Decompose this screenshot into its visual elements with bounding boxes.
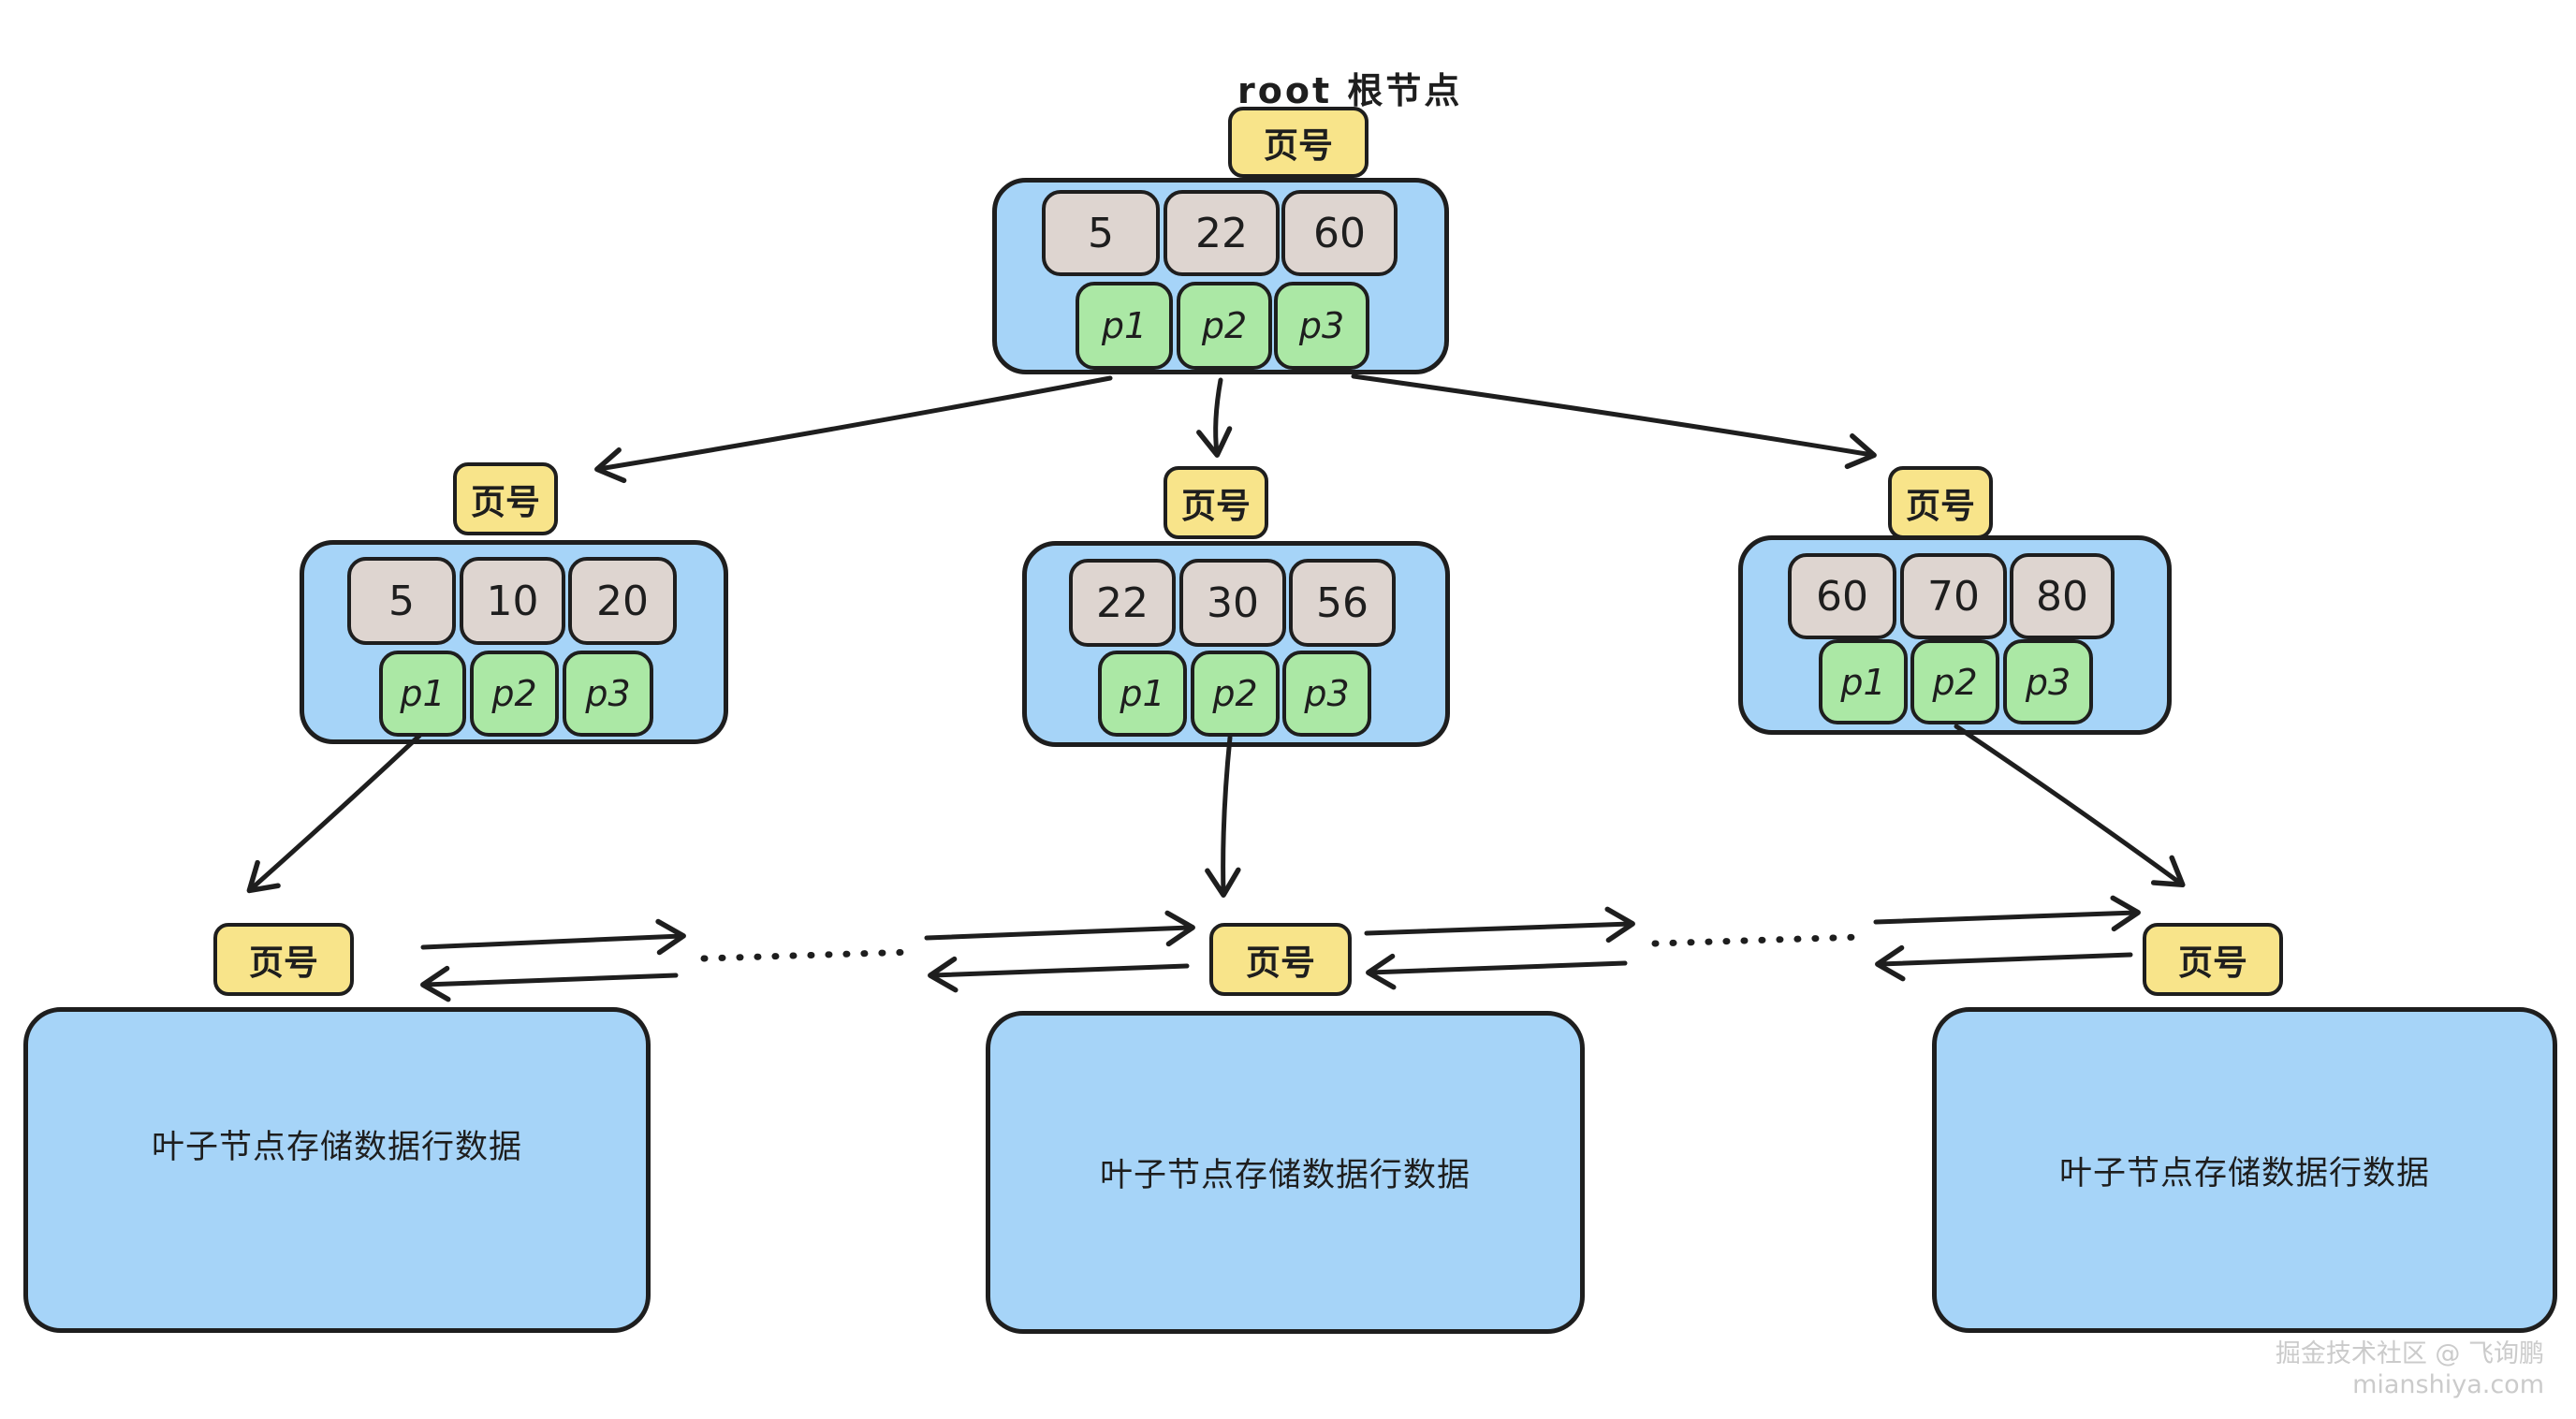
leaf-link-forward-arrow-1a <box>420 918 686 956</box>
leaf-link-dots-1 <box>700 948 919 962</box>
root-pointer-1: p1 <box>1076 282 1173 370</box>
mid-node-pointer-1: p1 <box>1098 651 1187 737</box>
root-key-1: 5 <box>1042 190 1160 276</box>
left-node-pointer-2: p2 <box>470 651 559 737</box>
leaf-link-back-arrow-1a <box>420 965 679 1002</box>
arrow-root-p3-to-right-node <box>1351 373 1877 470</box>
arrow-left-node-p1-to-leaf <box>246 733 422 894</box>
mid-node-page-badge: 页号 <box>1164 466 1268 539</box>
right-node-key-2: 70 <box>1900 553 2007 639</box>
right-internal-node: 60 70 80 p1 p2 p3 <box>1738 535 2172 735</box>
left-leaf-text: 叶子节点存储数据行数据 <box>151 1128 522 1166</box>
mid-node-key-3: 56 <box>1289 559 1396 647</box>
right-node-pointer-3: p3 <box>2003 639 2093 724</box>
root-key-3: 60 <box>1281 190 1398 276</box>
mid-internal-node: 22 30 56 p1 p2 p3 <box>1022 541 1450 747</box>
root-page-badge: 页号 <box>1228 107 1368 178</box>
right-node-key-1: 60 <box>1788 553 1896 639</box>
left-leaf-node: 叶子节点存储数据行数据 <box>23 1007 651 1333</box>
left-node-key-3: 20 <box>568 557 677 645</box>
arrow-mid-node-p2-to-leaf <box>1205 735 1241 898</box>
root-key-2: 22 <box>1164 190 1280 276</box>
root-node-label: root 根节点 <box>1237 70 1463 111</box>
mid-node-key-1: 22 <box>1069 559 1176 647</box>
mid-leaf-node: 叶子节点存储数据行数据 <box>986 1011 1585 1334</box>
right-node-page-badge: 页号 <box>1888 466 1993 539</box>
leaf-link-forward-arrow-2b <box>1873 895 2141 932</box>
left-node-pointer-3: p3 <box>563 651 653 737</box>
arrow-root-p1-to-left-node <box>594 375 1113 484</box>
arrow-root-p2-to-mid-node <box>1196 377 1233 458</box>
mid-node-pointer-2: p2 <box>1191 651 1280 737</box>
right-leaf-text: 叶子节点存储数据行数据 <box>2058 1154 2430 1192</box>
arrow-right-node-p2-to-leaf <box>1954 724 2186 888</box>
left-node-key-2: 10 <box>460 557 565 645</box>
right-node-key-3: 80 <box>2010 553 2115 639</box>
leaf-link-back-arrow-1b <box>928 956 1190 993</box>
leaf-link-forward-arrow-1b <box>924 910 1195 947</box>
watermark-line1: 掘金技术社区 @ 飞询鹏 <box>2275 1339 2544 1368</box>
right-node-pointer-2: p2 <box>1910 639 1999 724</box>
root-node: 5 22 60 p1 p2 p3 <box>992 178 1449 374</box>
left-internal-node: 5 10 20 p1 p2 p3 <box>300 540 728 744</box>
right-node-pointer-1: p1 <box>1819 639 1908 724</box>
root-pointer-2: p2 <box>1177 282 1272 370</box>
mid-leaf-text: 叶子节点存储数据行数据 <box>1099 1157 1471 1194</box>
leaf-link-back-arrow-2b <box>1875 944 2133 982</box>
right-leaf-page-badge: 页号 <box>2143 923 2283 996</box>
right-leaf-node: 叶子节点存储数据行数据 <box>1932 1007 2557 1333</box>
leaf-link-back-arrow-2a <box>1366 953 1628 990</box>
mid-node-key-2: 30 <box>1179 559 1286 647</box>
watermark: 掘金技术社区 @ 飞询鹏 mianshiya.com <box>2276 1339 2544 1400</box>
mid-leaf-page-badge: 页号 <box>1209 923 1352 996</box>
left-leaf-page-badge: 页号 <box>213 923 354 996</box>
leaf-link-dots-2 <box>1651 933 1866 947</box>
watermark-line2: mianshiya.com <box>2352 1370 2544 1399</box>
left-node-key-1: 5 <box>347 557 456 645</box>
mid-node-pointer-3: p3 <box>1282 651 1371 737</box>
leaf-link-forward-arrow-2a <box>1364 906 1635 944</box>
left-node-pointer-1: p1 <box>379 651 466 737</box>
left-node-page-badge: 页号 <box>453 462 558 535</box>
root-pointer-3: p3 <box>1274 282 1369 370</box>
